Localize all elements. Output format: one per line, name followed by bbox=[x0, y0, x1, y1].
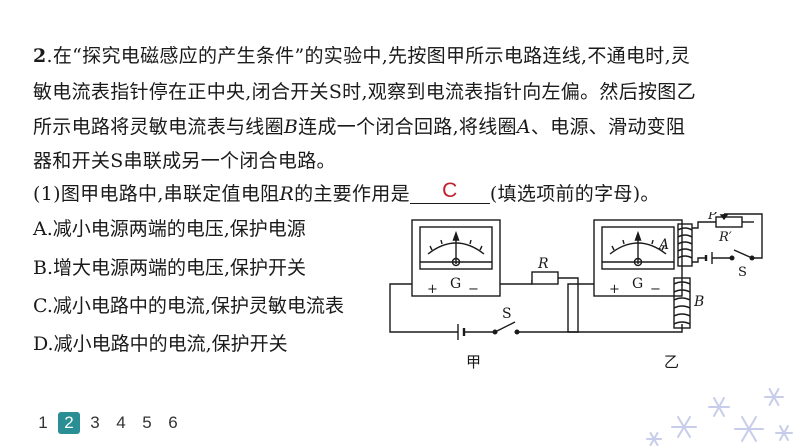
question-stem-line-1: 2.在“探究电磁感应的产生条件”的实验中,先按图甲所示电路连线,不通电时,灵 bbox=[33, 45, 691, 67]
meter-label-jia: G bbox=[450, 276, 461, 292]
galvanometer-dial-yi bbox=[601, 226, 675, 270]
answer-blank[interactable]: C bbox=[409, 180, 490, 204]
caption-yi: 乙 bbox=[664, 353, 679, 371]
page-1-button[interactable]: 1 bbox=[38, 413, 48, 432]
circuit-yi bbox=[567, 213, 763, 333]
coil-a-label: A bbox=[657, 237, 669, 253]
page-3-button[interactable]: 3 bbox=[90, 413, 100, 432]
question-number: 2 bbox=[33, 45, 47, 67]
question-stem-line-3: 所示电路将灵敏电流表与线圈B连成一个闭合回路,将线圈A、电源、滑动变阻 bbox=[33, 116, 686, 138]
meter-label-yi: G bbox=[632, 276, 643, 292]
minus-yi: − bbox=[650, 282, 661, 297]
slider-label: P bbox=[707, 212, 717, 223]
galvanometer-jia bbox=[411, 219, 501, 297]
page-4-button[interactable]: 4 bbox=[116, 413, 126, 432]
option-b: B.增大电源两端的电压,保护开关 bbox=[33, 257, 307, 279]
snowflake-icon bbox=[708, 397, 730, 417]
circuit-diagrams: G + − R S 甲 G + − A B P R′ S 乙 bbox=[389, 212, 763, 371]
galvanometer-yi bbox=[593, 219, 683, 297]
switch-label-jia: S bbox=[502, 306, 512, 322]
option-c: C.减小电路中的电流,保护灵敏电流表 bbox=[33, 295, 344, 317]
page-6-button[interactable]: 6 bbox=[168, 413, 178, 432]
page-2-button[interactable]: 2 bbox=[58, 412, 80, 434]
question-stem-line-4: 器和开关S串联成另一个闭合电路。 bbox=[33, 150, 336, 172]
snowflake-icon bbox=[734, 416, 764, 442]
snowflake-icon bbox=[646, 432, 662, 446]
coil-a bbox=[677, 223, 693, 267]
snowflake-icon bbox=[671, 416, 697, 438]
slider-p bbox=[719, 214, 729, 221]
caption-jia: 甲 bbox=[466, 353, 481, 371]
minus-jia: − bbox=[468, 282, 479, 297]
snowflake-icon bbox=[764, 388, 784, 406]
plus-yi: + bbox=[609, 282, 620, 297]
rheostat-label: R′ bbox=[718, 230, 732, 245]
switch-label-yi: S bbox=[738, 265, 747, 280]
page-navigation: 1 2 3 4 5 6 bbox=[30, 412, 186, 434]
coil-b bbox=[673, 277, 691, 329]
resistor-label: R bbox=[537, 256, 549, 272]
rheostat bbox=[715, 216, 743, 228]
plus-jia: + bbox=[427, 282, 438, 297]
option-a: A.减小电源两端的电压,保护电源 bbox=[33, 218, 306, 240]
snowflake-decoration bbox=[646, 388, 793, 446]
option-d: D.减小电路中的电流,保护开关 bbox=[33, 333, 288, 355]
circuit-jia bbox=[389, 219, 579, 340]
snowflake-icon bbox=[775, 425, 793, 441]
coil-b-label: B bbox=[693, 294, 704, 310]
page-5-button[interactable]: 5 bbox=[142, 413, 152, 432]
galvanometer-dial-jia bbox=[419, 226, 493, 270]
resistor-r bbox=[531, 271, 559, 285]
answer-text: C bbox=[442, 179, 458, 202]
question-stem-line-2: 敏电流表指针停在正中央,闭合开关S时,观察到电流表指针向左偏。然后按图乙 bbox=[33, 81, 696, 103]
